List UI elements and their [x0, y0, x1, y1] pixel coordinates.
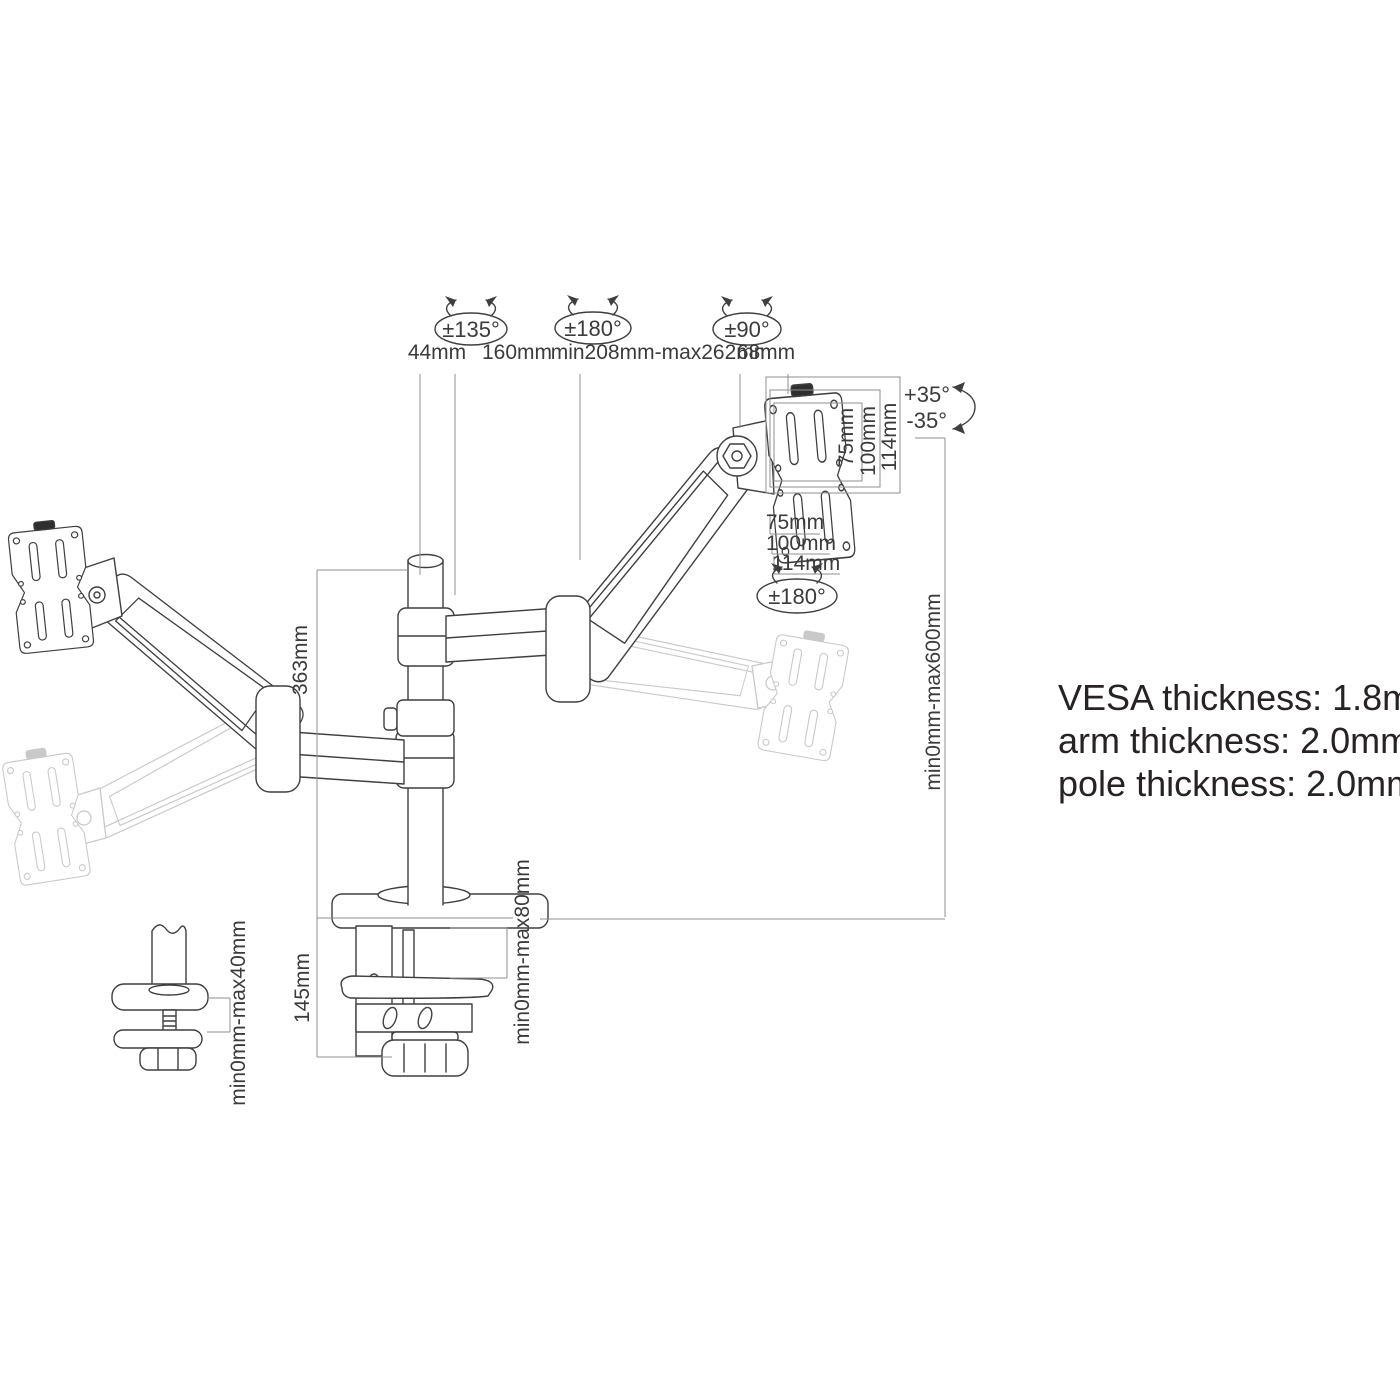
grommet-wing-knob: [139, 1047, 197, 1071]
dim-vesa-v-75: 75mm: [835, 408, 858, 466]
desk-clamp: [331, 885, 549, 1077]
vesa-dimension-rects: [765, 376, 901, 575]
dimension-lines: [207, 374, 946, 1058]
pole-cap: [407, 553, 444, 569]
upper-link-arm: [397, 607, 567, 667]
label-elbow-swivel: ±180°: [564, 316, 622, 341]
note-pole-thickness: pole thickness: 2.0mm: [1058, 763, 1400, 804]
dim-vesa-v-100: 100mm: [857, 406, 880, 476]
dim-lift-range: min0mm-max600mm: [922, 593, 945, 790]
label-vesa-rotate: ±180°: [768, 584, 826, 609]
dim-arm-reach: min208mm-max262mm: [551, 341, 772, 364]
head-bolt: [722, 443, 752, 469]
label-tilt-up: +35°: [904, 382, 950, 407]
left-gas-spring-arm: [6, 516, 309, 793]
grommet-mount: [111, 924, 209, 1071]
dim-68mm: 68mm: [737, 341, 795, 364]
ghost-left-arm: [0, 695, 304, 887]
dim-160mm: 160mm: [482, 341, 552, 364]
ghost-right-arm: [567, 623, 852, 763]
tilt-arc: [952, 382, 976, 434]
dim-clamp-height: 145mm: [291, 953, 314, 1023]
label-tilt-down: -35°: [906, 408, 947, 433]
clamp-desk-pad: [340, 975, 494, 999]
rotation-indicators: [434, 294, 976, 614]
collar-knob: [383, 707, 398, 731]
dim-vesa-h-75: 75mm: [766, 511, 824, 534]
note-vesa-thickness: VESA thickness: 1.8mm: [1058, 677, 1400, 718]
right-gas-spring-arm: [545, 380, 857, 703]
dim-desk-clamp-range: min0mm-max80mm: [511, 859, 534, 1045]
dim-44mm: 44mm: [408, 341, 466, 364]
label-base-swivel: ±135°: [442, 317, 500, 342]
labels: ±135° ±180° ±90° ±180° +35° -35° 44mm 16…: [227, 316, 950, 1106]
dim-vesa-v-114: 114mm: [878, 403, 901, 471]
lower-link-arm: [285, 729, 455, 789]
grommet-pole-stub: [151, 924, 187, 989]
dim-vesa-h-114: 114mm: [772, 552, 840, 575]
left-elbow-post: [255, 685, 301, 793]
note-arm-thickness: arm thickness: 2.0mm: [1058, 720, 1400, 761]
dim-desk-grommet-range: min0mm-max40mm: [227, 920, 250, 1106]
spec-notes: VESA thickness: 1.8mm arm thickness: 2.0…: [1058, 677, 1400, 804]
label-head-swivel: ±90°: [724, 317, 769, 342]
right-elbow-post: [545, 595, 591, 703]
dim-vesa-h-100: 100mm: [766, 532, 836, 555]
pole-mid-collar: [383, 699, 455, 737]
dim-pole-height: 363mm: [289, 625, 312, 695]
